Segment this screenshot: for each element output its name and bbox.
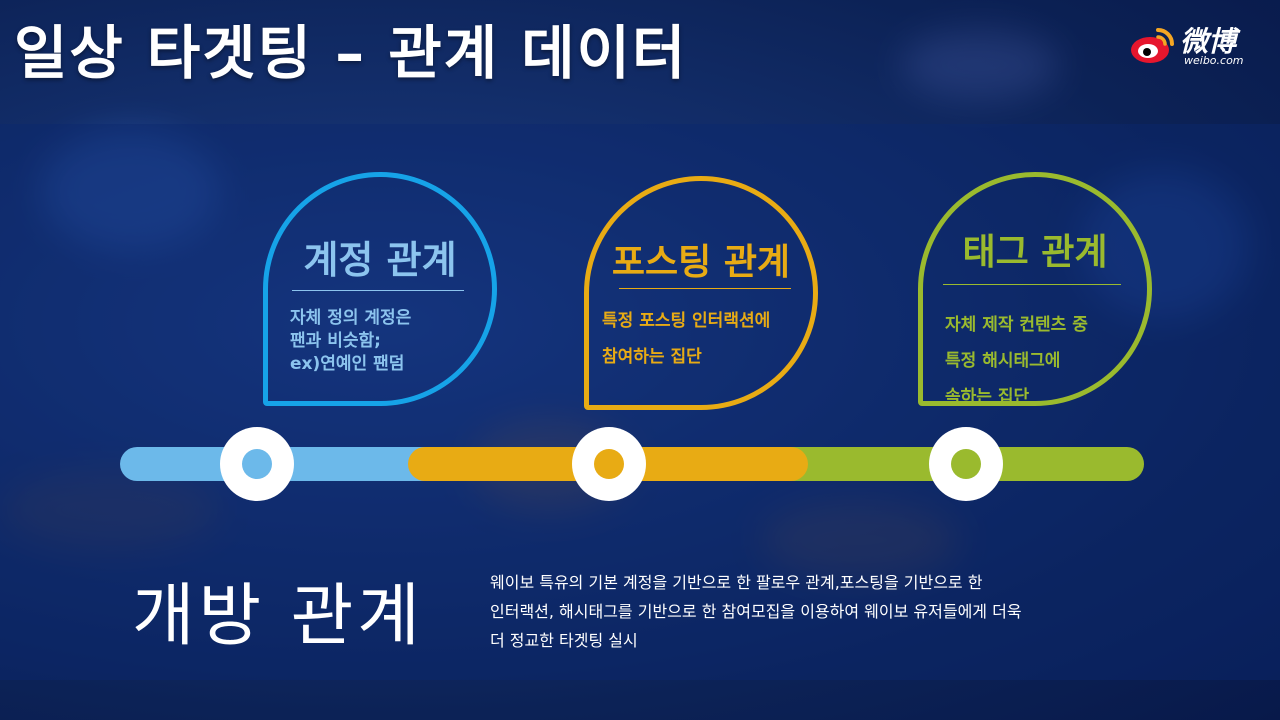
- divider: [619, 288, 791, 289]
- timeline-node-tag: [929, 427, 1003, 501]
- node-dot: [951, 449, 981, 479]
- description-line: 자체 정의 계정은: [290, 308, 412, 328]
- logo-name: 微博: [1180, 25, 1237, 58]
- weibo-eye-icon: [1131, 28, 1174, 63]
- description-line: 자체 제작 컨텐츠 중: [945, 315, 1088, 335]
- divider: [292, 290, 464, 291]
- description-line: 웨이보 특유의 기본 계정을 기반으로 한 팔로우 관계,포스팅을 기반으로 한: [490, 573, 983, 592]
- timeline-node-account: [220, 427, 294, 501]
- node-dot: [594, 449, 624, 479]
- category-description: 자체 정의 계정은 팬과 비슷함; ex)연예인 팬덤: [290, 307, 411, 376]
- description-line: 팬과 비슷함;: [290, 331, 381, 351]
- category-bubble-posting: 포스팅 관계 특정 포스팅 인터랙션에 참여하는 집단: [584, 176, 818, 410]
- node-dot: [242, 449, 272, 479]
- background-bokeh: [900, 30, 1060, 100]
- category-heading: 포스팅 관계: [611, 242, 791, 283]
- divider: [943, 284, 1121, 285]
- background-bokeh: [40, 130, 220, 250]
- open-relation-description: 웨이보 특유의 기본 계정을 기반으로 한 팔로우 관계,포스팅을 기반으로 한…: [490, 568, 1140, 655]
- description-line: ex)연예인 팬덤: [290, 354, 405, 374]
- description-line: 참여하는 집단: [602, 347, 702, 367]
- logo-url: weibo.com: [1184, 54, 1244, 67]
- category-bubble-tag: 태그 관계 자체 제작 컨텐츠 중 특정 해시태그에 속하는 집단: [918, 172, 1152, 407]
- slide-title: 일상 타겟팅 – 관계 데이터: [14, 19, 688, 87]
- description-line: 속하는 집단: [945, 387, 1030, 407]
- background-bokeh: [760, 500, 960, 580]
- open-relation-title: 개방 관계: [132, 577, 424, 656]
- weibo-logo: 微博 weibo.com: [1128, 22, 1260, 68]
- description-line: 특정 포스팅 인터랙션에: [602, 311, 771, 331]
- description-line: 더 정교한 타겟팅 실시: [490, 631, 638, 650]
- description-line: 인터랙션, 해시태그를 기반으로 한 참여모집을 이용하여 웨이보 유저들에게 …: [490, 602, 1022, 621]
- category-heading: 계정 관계: [303, 238, 457, 282]
- category-heading: 태그 관계: [962, 232, 1108, 273]
- category-bubble-account: 계정 관계 자체 정의 계정은 팬과 비슷함; ex)연예인 팬덤: [263, 172, 497, 406]
- category-description: 특정 포스팅 인터랙션에 참여하는 집단: [602, 303, 770, 375]
- timeline-node-posting: [572, 427, 646, 501]
- description-line: 특정 해시태그에: [945, 351, 1061, 371]
- category-description: 자체 제작 컨텐츠 중 특정 해시태그에 속하는 집단: [945, 307, 1088, 415]
- background-bokeh: [0, 470, 220, 550]
